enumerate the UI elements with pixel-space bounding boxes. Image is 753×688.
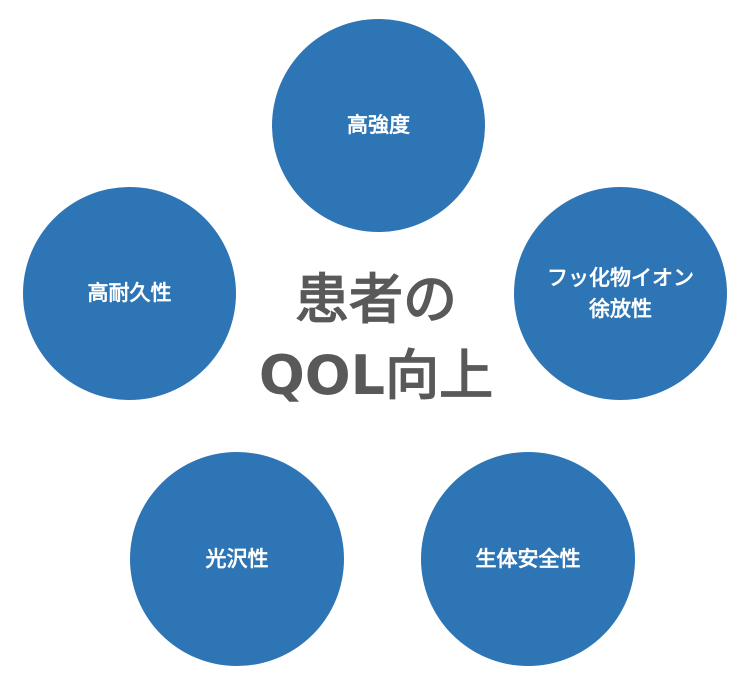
property-circle-high-strength: 高強度 <box>272 19 485 232</box>
property-label: 光沢性 <box>205 546 269 571</box>
property-circle-gloss: 光沢性 <box>130 452 344 666</box>
property-circle-fluoride-release: フッ化物イオン 徐放性 <box>514 187 727 400</box>
property-label: 高強度 <box>347 113 410 138</box>
property-label: 高耐久性 <box>87 281 172 306</box>
property-label: フッ化物イオン 徐放性 <box>547 266 694 321</box>
center-title: 患者の QOL向上 <box>226 262 526 414</box>
property-circle-high-durability: 高耐久性 <box>23 187 236 400</box>
center-title-line-2: QOL向上 <box>258 344 494 407</box>
property-label: 生体安全性 <box>475 546 581 571</box>
property-circle-biocompatibility: 生体安全性 <box>421 452 635 666</box>
center-title-line-1: 患者の <box>295 268 457 331</box>
